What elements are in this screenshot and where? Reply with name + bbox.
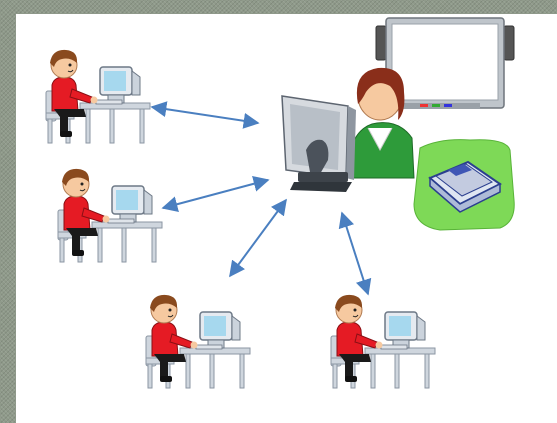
connection-arrow-4: [338, 211, 372, 296]
connection-arrow-3: [229, 198, 287, 278]
scanner-icon: [413, 139, 515, 231]
student-at-computer-icon: [330, 294, 436, 389]
teacher-at-computer-icon: [281, 67, 415, 192]
student-at-computer-icon: [45, 49, 151, 144]
student-at-computer-icon: [57, 168, 163, 263]
connection-arrow-2: [161, 175, 270, 213]
whiteboard-icon: [375, 17, 515, 109]
student-at-computer-icon: [145, 294, 251, 389]
connection-arrow-1: [150, 101, 260, 129]
